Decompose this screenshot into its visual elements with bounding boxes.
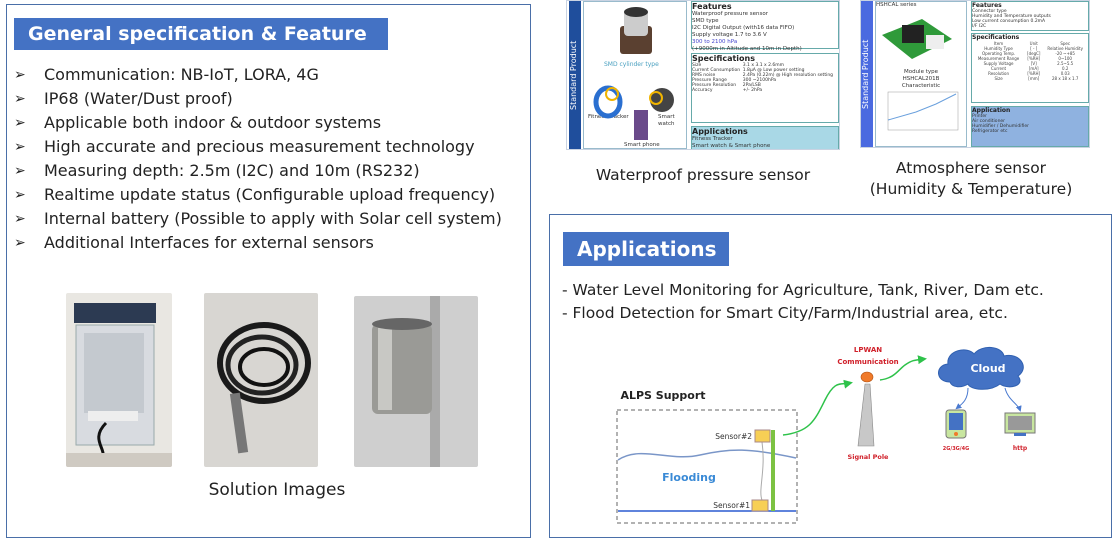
spec-title: General specification & Feature bbox=[14, 18, 388, 50]
pressure-sensor-caption: Waterproof pressure sensor bbox=[595, 166, 811, 184]
applications-list: - Water Level Monitoring for Agriculture… bbox=[562, 279, 1044, 325]
monitor-icon bbox=[1004, 412, 1036, 436]
application-item: - Flood Detection for Smart City/Farm/In… bbox=[562, 304, 1008, 322]
devices-image bbox=[593, 85, 674, 140]
feature-item: ➢Additional Interfaces for external sens… bbox=[14, 231, 502, 255]
http-label: http bbox=[1013, 445, 1028, 452]
atmosphere-sensor-datasheet: Standard Product HSHCAL series Module ty… bbox=[860, 0, 1090, 148]
pressure-sensor-image bbox=[620, 7, 652, 54]
specification-panel bbox=[6, 4, 531, 538]
feature-item: ➢Internal battery (Possible to apply wit… bbox=[14, 207, 502, 231]
sensor-pole bbox=[771, 430, 775, 511]
water-wave bbox=[617, 449, 797, 461]
atmosphere-sensor-caption: Atmosphere sensor (Humidity & Temperatur… bbox=[869, 159, 1073, 198]
sensor-2-box bbox=[754, 429, 771, 443]
device-label: Smart phone bbox=[624, 142, 660, 148]
signal-pole-icon bbox=[857, 383, 875, 447]
arrowhead-icon: ➢ bbox=[14, 187, 26, 203]
arrowhead-icon: ➢ bbox=[14, 139, 26, 155]
feature-item: ➢Applicable both indoor & outdoor system… bbox=[14, 111, 502, 135]
solution-images-caption: Solution Images bbox=[208, 480, 346, 500]
cloud-arrow bbox=[879, 355, 927, 381]
solar-enclosure-photo bbox=[66, 293, 172, 467]
side-label: Standard Product bbox=[569, 1, 581, 149]
sensor-1-box bbox=[751, 499, 769, 512]
pole-mount-photo bbox=[354, 296, 478, 467]
cloud-label: Cloud bbox=[970, 362, 1005, 375]
mobile-phone-icon bbox=[945, 409, 967, 439]
feature-item: ➢Realtime update status (Configurable up… bbox=[14, 183, 502, 207]
alps-support-label: ALPS Support bbox=[620, 389, 705, 402]
feature-list: ➢Communication: NB-IoT, LORA, 4G ➢IP68 (… bbox=[14, 63, 502, 255]
sensor-2-label: Sensor#2 bbox=[715, 432, 752, 441]
lpwan-label: LPWAN bbox=[854, 346, 882, 354]
applications-panel bbox=[549, 214, 1112, 538]
product-image-box: HSHCAL series Module type HSHCAL201B Cha… bbox=[875, 1, 967, 147]
module-image bbox=[882, 19, 952, 59]
side-label: Standard Product bbox=[861, 1, 873, 147]
arrowhead-icon: ➢ bbox=[14, 67, 26, 83]
system-diagram: ALPS Support Sensor#2 Sensor#1 Flooding … bbox=[616, 346, 1036, 524]
image-label: SMD cylinder type bbox=[604, 61, 659, 68]
pressure-sensor-datasheet: Standard Product SMD cylinder type Fitne… bbox=[566, 0, 840, 150]
characteristic-chart bbox=[887, 91, 959, 131]
arrowhead-icon: ➢ bbox=[14, 211, 26, 227]
device-label: Smart watch bbox=[658, 114, 675, 127]
arrowhead-icon: ➢ bbox=[14, 91, 26, 107]
feature-item: ➢High accurate and precious measurement … bbox=[14, 135, 502, 159]
flooding-label: Flooding bbox=[662, 471, 716, 484]
sensor-1-label: Sensor#1 bbox=[713, 501, 750, 510]
arrowhead-icon: ➢ bbox=[14, 163, 26, 179]
uplink-arrow bbox=[782, 379, 853, 436]
antenna-icon bbox=[860, 371, 874, 383]
application-item: - Water Level Monitoring for Agriculture… bbox=[562, 281, 1044, 299]
probe-cable-photo bbox=[204, 293, 318, 467]
signal-pole-label: Signal Pole bbox=[848, 453, 890, 461]
feature-item: ➢Communication: NB-IoT, LORA, 4G bbox=[14, 63, 502, 87]
cloud-icon bbox=[938, 347, 1024, 390]
arrowhead-icon: ➢ bbox=[14, 235, 26, 251]
feature-item: ➢IP68 (Water/Dust proof) bbox=[14, 87, 502, 111]
communication-label: Communication bbox=[837, 358, 898, 366]
applications-title: Applications bbox=[563, 232, 729, 266]
feature-item: ➢Measuring depth: 2.5m (I2C) and 10m (RS… bbox=[14, 159, 502, 183]
alps-boundary bbox=[616, 409, 798, 524]
product-image-box: SMD cylinder type Fitness Tracker Smart … bbox=[583, 1, 687, 149]
arrowhead-icon: ➢ bbox=[14, 115, 26, 131]
mobile-label: 2G/3G/4G bbox=[943, 446, 969, 452]
